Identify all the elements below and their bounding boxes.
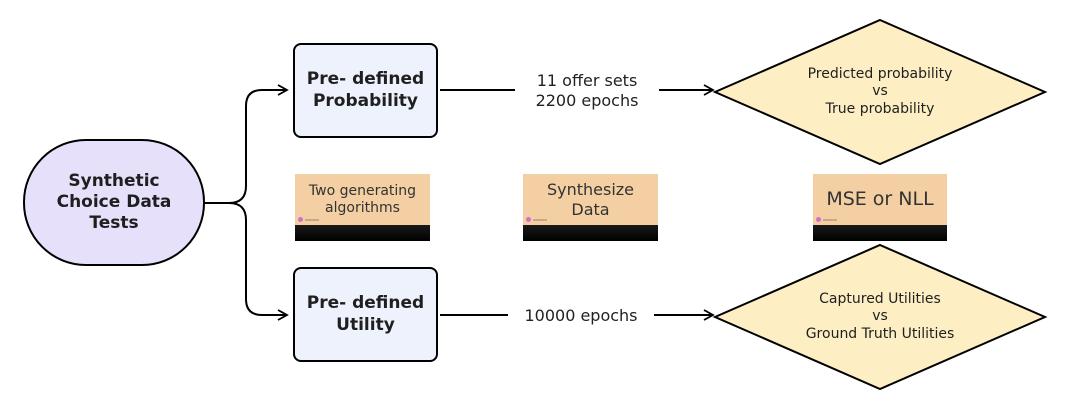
bottom-diamond-label: Captured Utilities vs Ground Truth Utili… <box>805 290 955 342</box>
synthesize-data-tile: Synthesize Data <box>523 174 658 241</box>
tile-marker-line <box>823 219 837 221</box>
bottom-edge-label: 10000 epochs <box>508 304 654 328</box>
synthesize-data-text: Synthesize Data <box>546 180 635 219</box>
brace-connector-lower <box>228 202 289 321</box>
mse-nll-tile: MSE or NLL <box>813 174 947 241</box>
tile-marker-icon <box>816 217 821 222</box>
bottom-diamond <box>712 243 1048 391</box>
mse-nll-text: MSE or NLL <box>826 188 934 211</box>
generating-algorithms-text: Two generating algorithms <box>308 182 417 216</box>
brace-connector <box>204 84 289 204</box>
tile-bottom-bar <box>523 225 658 241</box>
tile-marker-icon <box>526 217 531 222</box>
top-edge-label: 11 offer sets 2200 epochs <box>515 66 659 116</box>
tile-marker-icon <box>298 217 303 222</box>
probability-box-label: Pre- defined Probability <box>306 69 425 111</box>
top-diamond-label: Predicted probability vs True probabilit… <box>807 65 953 117</box>
generating-algorithms-tile: Two generating algorithms <box>295 174 430 241</box>
root-label: Synthetic Choice Data Tests <box>56 170 172 234</box>
tile-marker-line <box>305 219 319 221</box>
tile-bottom-bar <box>813 225 947 241</box>
tile-marker-line <box>533 219 547 221</box>
utility-box-label: Pre- defined Utility <box>306 293 425 335</box>
tile-bottom-bar <box>295 225 430 241</box>
probability-box <box>293 43 438 138</box>
top-diamond <box>712 18 1048 166</box>
utility-box <box>293 267 438 362</box>
